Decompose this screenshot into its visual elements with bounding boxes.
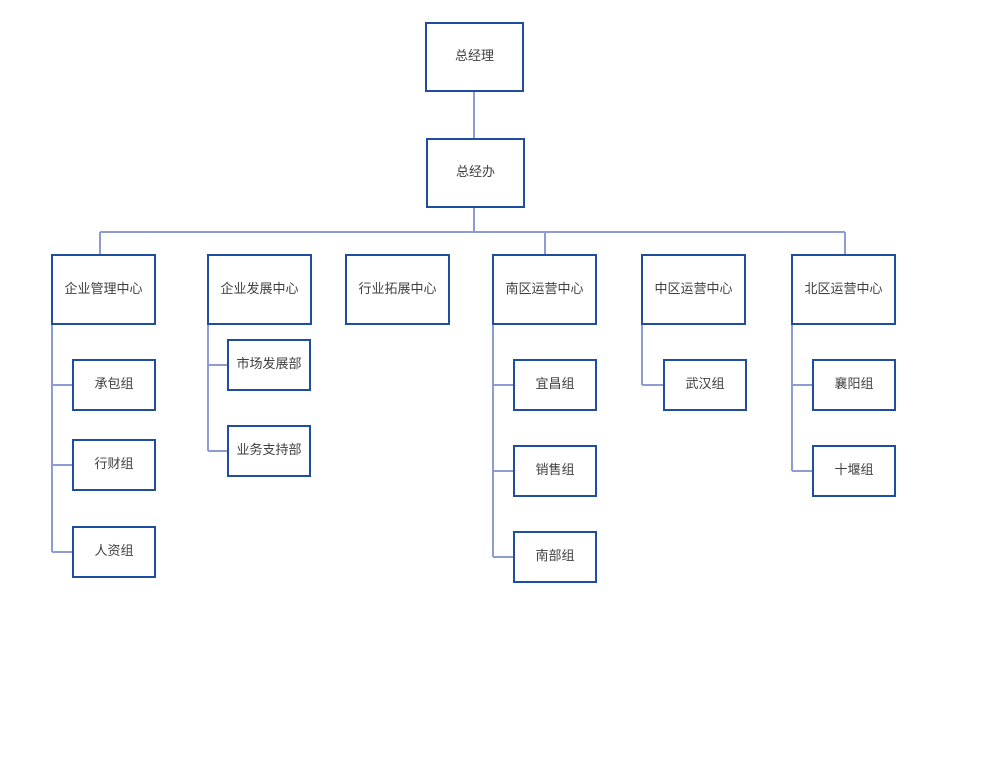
- office-to-trunk-connector: [473, 208, 475, 232]
- stub-xiangyang-connector: [792, 384, 813, 386]
- org-node-xiangyang-group: 襄阳组: [812, 359, 896, 411]
- stub-hr-connector: [52, 551, 73, 553]
- org-node-label-admin-finance-group: 行财组: [94, 457, 134, 473]
- org-node-south-ops-center: 南区运营中心: [492, 254, 597, 325]
- org-node-label-gm-office: 总经办: [455, 165, 495, 181]
- north-ops-hang-connector: [791, 325, 793, 471]
- org-node-wuhan-group: 武汉组: [663, 359, 747, 411]
- stub-wuhan-connector: [642, 384, 664, 386]
- central-ops-hang-connector: [641, 325, 643, 385]
- org-node-admin-finance-group: 行财组: [72, 439, 156, 491]
- ent-dev-hang-connector: [207, 325, 209, 451]
- org-node-biz-support-dept: 业务支持部: [227, 425, 311, 477]
- org-node-ent-mgmt-center: 企业管理中心: [51, 254, 156, 325]
- org-node-shiyan-group: 十堰组: [812, 445, 896, 497]
- org-node-label-general-manager: 总经理: [454, 49, 494, 65]
- stub-contracting-connector: [52, 384, 73, 386]
- stub-biz-support-connector: [208, 450, 228, 452]
- org-node-label-yichang-group: 宜昌组: [535, 377, 575, 393]
- org-node-label-contracting-group: 承包组: [94, 377, 134, 393]
- org-node-sales-group: 销售组: [513, 445, 597, 497]
- org-node-hr-group: 人资组: [72, 526, 156, 578]
- org-node-label-biz-support-dept: 业务支持部: [236, 443, 302, 459]
- org-node-label-south-part-group: 南部组: [535, 549, 575, 565]
- org-node-label-market-dev-dept: 市场发展部: [236, 357, 302, 373]
- org-node-label-central-ops-center: 中区运营中心: [654, 281, 733, 297]
- org-node-label-hr-group: 人资组: [94, 544, 134, 560]
- ent-mgmt-hang-connector: [51, 325, 53, 552]
- stub-shiyan-connector: [792, 470, 813, 472]
- org-node-central-ops-center: 中区运营中心: [641, 254, 746, 325]
- org-node-label-south-ops-center: 南区运营中心: [505, 281, 584, 297]
- org-node-label-wuhan-group: 武汉组: [685, 377, 725, 393]
- stub-admin-finance-connector: [52, 464, 73, 466]
- org-node-label-north-ops-center: 北区运营中心: [804, 281, 883, 297]
- org-node-label-industry-exp-center: 行业拓展中心: [358, 281, 437, 297]
- org-node-general-manager: 总经理: [425, 22, 524, 92]
- org-node-yichang-group: 宜昌组: [513, 359, 597, 411]
- drop-north-ops-connector: [844, 232, 846, 255]
- org-node-label-ent-mgmt-center: 企业管理中心: [64, 281, 143, 297]
- trunk-line-connector: [100, 231, 845, 233]
- org-node-label-xiangyang-group: 襄阳组: [834, 377, 874, 393]
- org-node-label-ent-dev-center: 企业发展中心: [220, 281, 299, 297]
- stub-sales-connector: [493, 470, 514, 472]
- org-node-gm-office: 总经办: [426, 138, 525, 208]
- org-node-market-dev-dept: 市场发展部: [227, 339, 311, 391]
- stub-yichang-connector: [493, 384, 514, 386]
- south-ops-hang-connector: [492, 325, 494, 557]
- org-node-north-ops-center: 北区运营中心: [791, 254, 896, 325]
- drop-south-ops-connector: [544, 232, 546, 255]
- stub-market-dev-connector: [208, 364, 228, 366]
- org-node-ent-dev-center: 企业发展中心: [207, 254, 312, 325]
- org-node-contracting-group: 承包组: [72, 359, 156, 411]
- ceo-to-office-connector: [473, 92, 475, 139]
- org-node-label-shiyan-group: 十堰组: [834, 463, 874, 479]
- stub-south-part-connector: [493, 556, 514, 558]
- org-node-industry-exp-center: 行业拓展中心: [345, 254, 450, 325]
- org-node-south-part-group: 南部组: [513, 531, 597, 583]
- drop-ent-mgmt-connector: [99, 232, 101, 255]
- org-node-label-sales-group: 销售组: [535, 463, 575, 479]
